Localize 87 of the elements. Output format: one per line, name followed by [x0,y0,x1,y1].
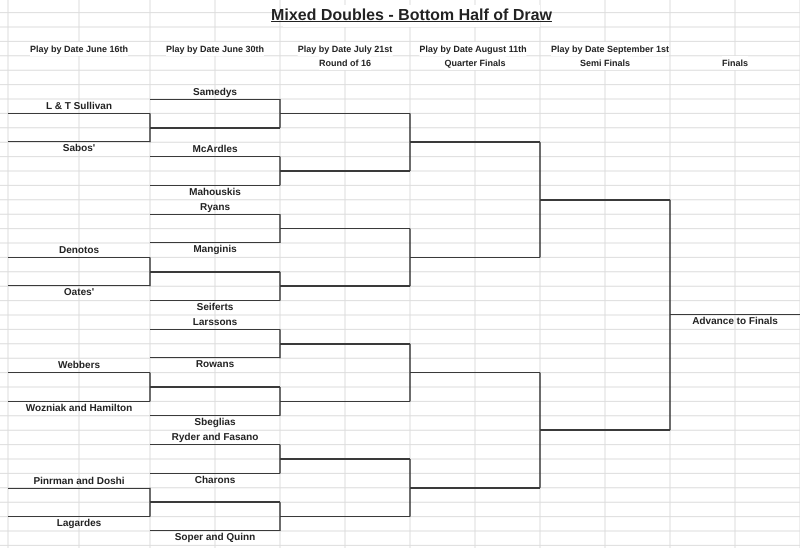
bracket-connector [409,228,411,258]
team-slot: Samedys [150,84,280,100]
team-slot: Pinrman and Doshi [8,473,150,489]
team-slot: Rowans [150,357,280,373]
empty-slot-line [150,386,280,388]
team-slot: Mahouskis [150,184,280,200]
column-header: Round of 16 [319,56,371,70]
empty-slot-line [280,400,410,402]
bracket-connector [409,113,411,142]
empty-slot-line [410,256,540,258]
bracket-connector [409,257,411,286]
empty-slot-line [150,501,280,503]
column-header: Semi Finals [580,56,630,70]
bracket-connector [149,387,151,402]
team-slot: Seiferts [150,300,280,315]
empty-slot-line [280,458,410,460]
team-slot: Sabos' [8,141,150,157]
bracket-connector [279,272,281,286]
bracket-connector [279,214,281,229]
team-slot: Webbers [8,358,150,374]
empty-slot-line [280,285,410,287]
bracket-connector [279,502,281,517]
column-header: Play by Date June 30th [166,42,264,56]
empty-slot-line [410,141,540,143]
team-slot: Charons [150,472,280,488]
column-header: Play by Date July 21st [298,42,392,56]
team-slot: Oates' [8,285,150,301]
bracket-connector [279,516,281,531]
column-header: Quarter Finals [444,56,506,70]
bracket-connector [279,113,281,128]
bracket-connector [409,372,411,402]
bracket-connector [409,459,411,488]
column-header: Play by Date August 11th [419,42,527,56]
bracket-connector [149,257,151,272]
bracket-connector [669,200,671,315]
column-header: Finals [722,56,748,70]
bracket-connector [149,272,151,286]
title: Mixed Doubles - Bottom Half of Draw [271,8,552,24]
bracket-connector [409,344,411,373]
bracket-connector [409,488,411,517]
team-slot: Larssons [150,315,280,330]
team-slot: Ryans [150,200,280,215]
empty-slot-line [150,127,280,129]
empty-slot-line [280,228,410,230]
empty-slot-line [150,271,280,273]
bracket-connector [279,401,281,416]
team-slot: Ryder and Fasano [150,430,280,446]
bracket-connector [669,315,671,430]
bracket-connector [539,372,541,430]
team-slot: McArdles [150,142,280,158]
bracket-connector [279,286,281,301]
bracket-connector [279,387,281,402]
empty-slot-line [410,487,540,489]
bracket-connector [279,171,281,186]
bracket-connector [539,430,541,488]
bracket-connector [279,156,281,171]
bracket-connector [279,459,281,474]
bracket-connector [539,142,541,200]
bracket-connector [149,128,151,142]
bracket-connector [409,142,411,171]
bracket-connector [279,329,281,344]
empty-slot-line [540,199,670,201]
team-slot: L & T Sullivan [8,99,150,114]
team-slot: Sbeglias [150,415,280,430]
team-slot: Soper and Quinn [150,530,280,546]
bracket-connector [149,502,151,517]
bracket-connector [149,372,151,387]
team-slot: Manginis [150,242,280,258]
team-slot: Wozniak and Hamilton [8,400,150,416]
column-header: Play by Date September 1st [550,42,670,56]
bracket-connector [279,99,281,114]
column-header: Play by Date June 16th [30,42,128,56]
bracket-connector [279,344,281,358]
team-slot: Denotos [8,243,150,258]
team-slot: Lagardes [8,516,150,531]
bracket-connector [279,228,281,243]
empty-slot-line [540,429,670,431]
team-slot: Advance to Finals [670,314,800,330]
empty-slot-line [280,516,410,518]
bracket-connector [279,444,281,459]
empty-slot-line [410,372,540,374]
bracket-connector [539,200,541,258]
empty-slot-line [280,343,410,345]
bracket-connector [149,113,151,128]
empty-slot-line [280,112,410,114]
bracket-connector [149,488,151,502]
empty-slot-line [280,170,410,172]
